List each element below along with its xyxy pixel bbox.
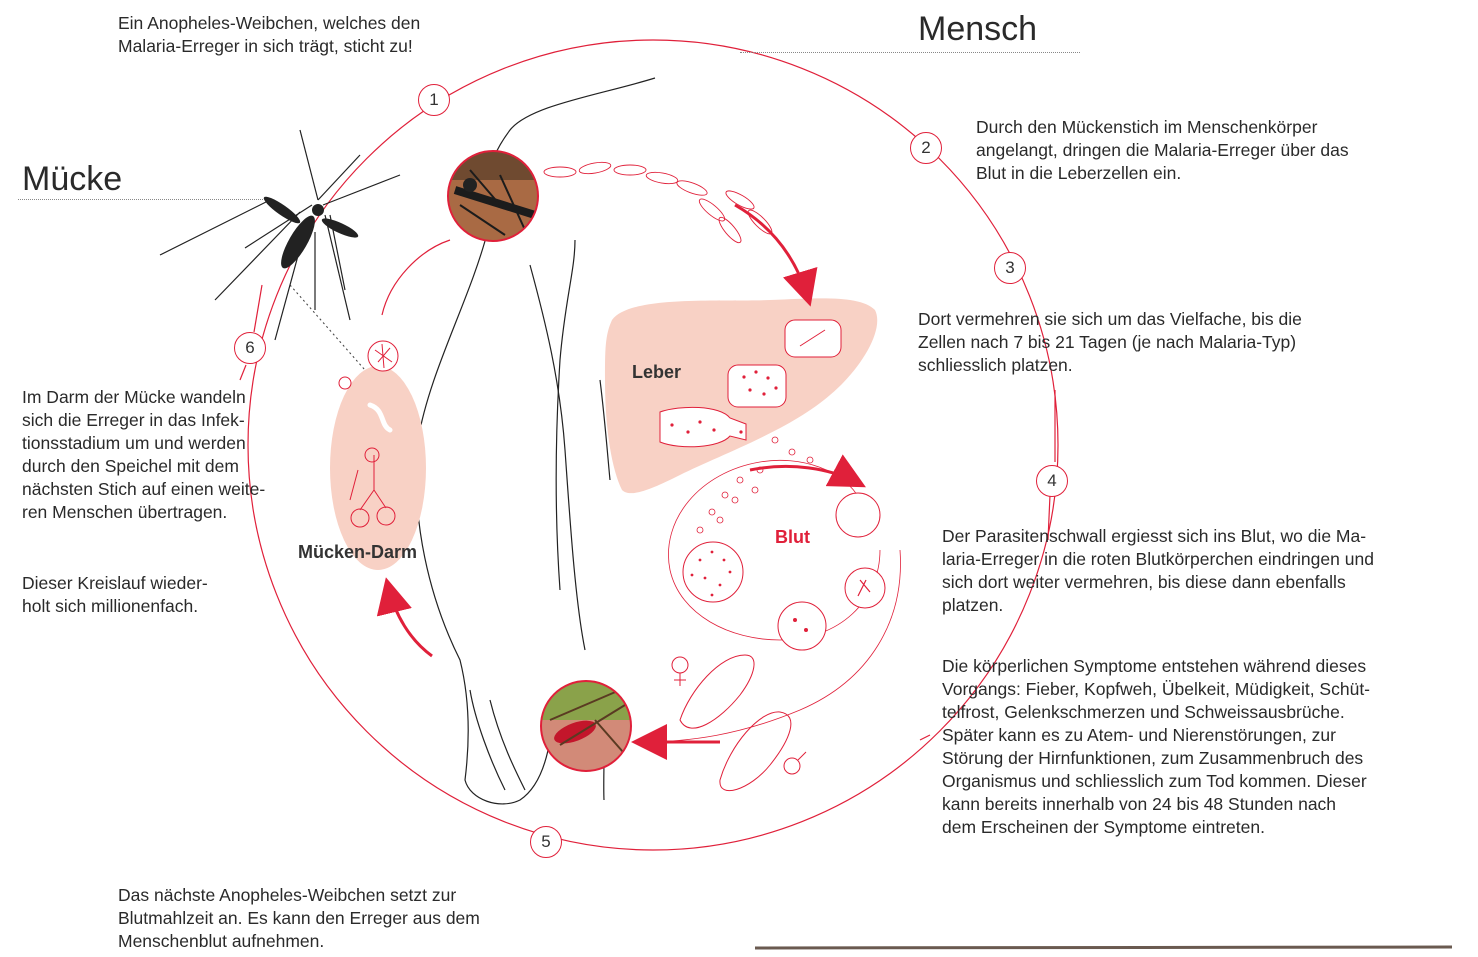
step-2-badge: 2 bbox=[910, 132, 942, 164]
step-1-badge: 1 bbox=[418, 84, 450, 116]
label-mosquito-gut: Mücken-Darm bbox=[298, 542, 417, 563]
label-liver: Leber bbox=[632, 362, 681, 383]
symptoms-text: Die körperlichen Symptome entstehen währ… bbox=[942, 655, 1370, 839]
red-blood-cells bbox=[683, 493, 885, 650]
sporozoite-stream bbox=[544, 160, 775, 245]
step-5-text: Das nächste Anopheles-Weibchen setzt zur… bbox=[118, 884, 480, 953]
step-3-text: Dort vermehren sie sich um das Vielfache… bbox=[918, 308, 1302, 377]
step-5-badge: 5 bbox=[530, 826, 562, 858]
step-4-text: Der Parasitenschwall ergiesst sich ins B… bbox=[942, 525, 1374, 617]
gametocytes bbox=[680, 655, 791, 791]
label-blood: Blut bbox=[775, 527, 810, 548]
heading-human: Mensch bbox=[918, 10, 1037, 49]
step-6-text: Im Darm der Mücke wandeln sich die Erreg… bbox=[22, 386, 265, 524]
heading-mosquito-underline bbox=[18, 199, 263, 200]
mosquito-bite-photo bbox=[440, 140, 550, 250]
bottom-rule bbox=[755, 947, 1452, 948]
male-symbol bbox=[784, 758, 800, 774]
step-3-badge: 3 bbox=[994, 252, 1026, 284]
female-symbol bbox=[672, 657, 688, 673]
mosquito-feeding-photo bbox=[535, 675, 640, 780]
arrow-to-gut bbox=[388, 586, 432, 656]
step-6-badge: 6 bbox=[234, 332, 266, 364]
arrow-to-liver bbox=[735, 205, 808, 298]
heading-human-underline bbox=[740, 52, 1080, 53]
step-2-text: Durch den Mückenstich im Menschenkörper … bbox=[976, 116, 1349, 185]
step-1-text: Ein Anopheles-Weibchen, welches den Mala… bbox=[118, 12, 420, 58]
step-4-badge: 4 bbox=[1036, 465, 1068, 497]
cycle-text: Dieser Kreislauf wieder- holt sich milli… bbox=[22, 572, 208, 618]
mosquito-gut bbox=[330, 366, 426, 570]
heading-mosquito: Mücke bbox=[22, 160, 122, 199]
arrow-into-blood bbox=[750, 466, 858, 483]
